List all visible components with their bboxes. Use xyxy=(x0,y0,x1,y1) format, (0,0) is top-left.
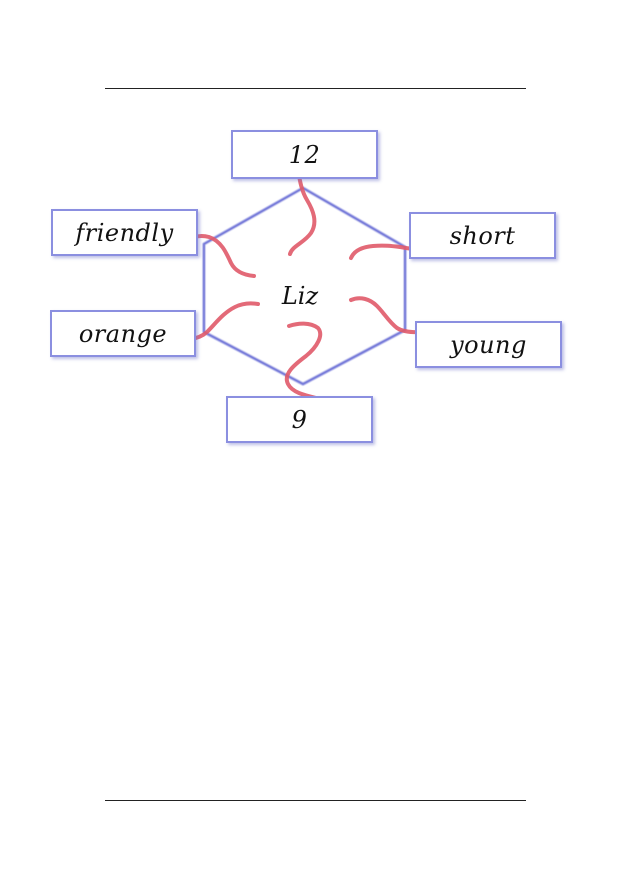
word-box-right-lower: young xyxy=(415,321,562,368)
word-box-right-upper-label: short xyxy=(449,221,516,250)
word-box-left-upper: friendly xyxy=(51,209,198,256)
connector-bottom xyxy=(284,321,326,402)
word-box-right-lower-label: young xyxy=(450,330,527,359)
word-box-bottom-label: 9 xyxy=(291,405,308,434)
connector-right-lower xyxy=(349,296,435,335)
connector-top xyxy=(288,168,317,256)
connector-right-upper xyxy=(349,243,419,260)
word-box-top-label: 12 xyxy=(288,140,321,169)
word-box-top: 12 xyxy=(231,130,378,179)
center-name-label: Liz xyxy=(281,282,319,310)
word-box-right-upper: short xyxy=(409,212,556,259)
word-box-left-lower: orange xyxy=(50,310,196,357)
word-box-bottom: 9 xyxy=(226,396,373,443)
word-box-left-lower-label: orange xyxy=(78,319,168,348)
top-rule xyxy=(105,88,526,89)
word-box-left-upper-label: friendly xyxy=(75,218,174,247)
bottom-rule xyxy=(105,800,526,801)
